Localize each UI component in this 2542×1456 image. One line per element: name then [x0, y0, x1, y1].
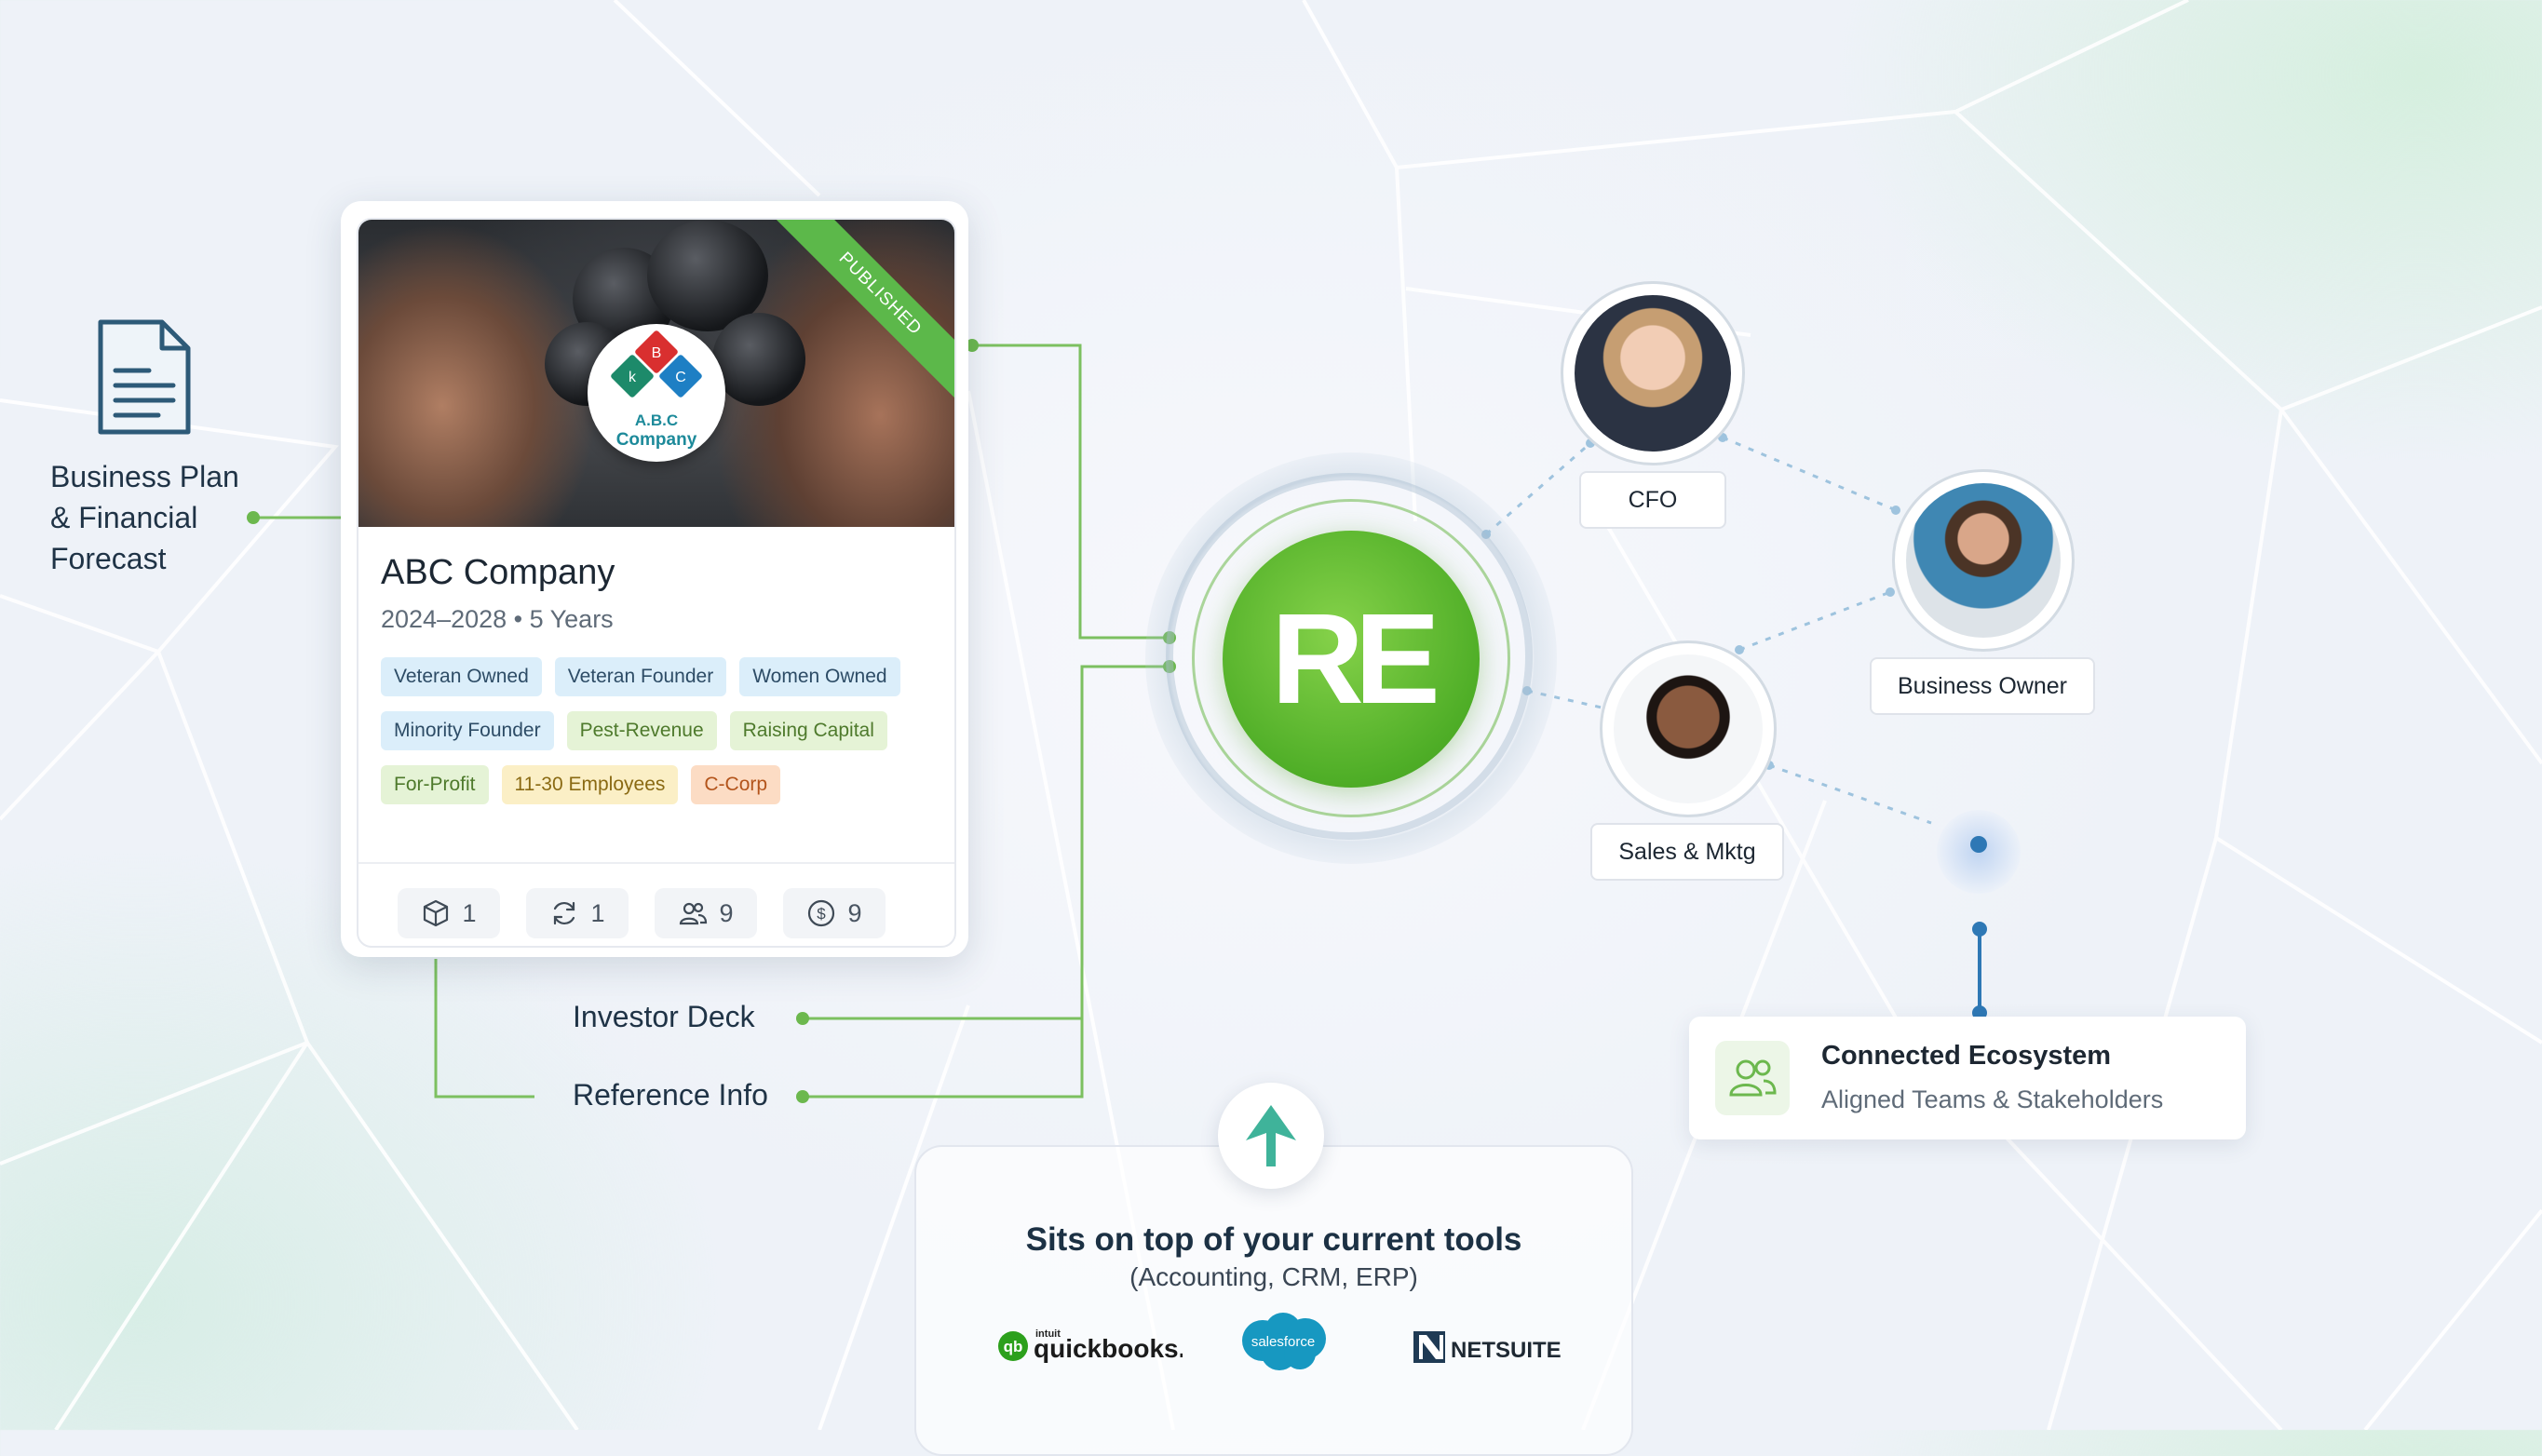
- tag[interactable]: Women Owned: [739, 657, 900, 696]
- connected-ecosystem-card[interactable]: Connected Ecosystem Aligned Teams & Stak…: [1689, 1017, 2246, 1139]
- tag[interactable]: Veteran Owned: [381, 657, 542, 696]
- stat-updates[interactable]: 1: [526, 888, 629, 938]
- node-dot[interactable]: [1970, 836, 1987, 853]
- svg-text:quickbooks.: quickbooks.: [1034, 1334, 1183, 1363]
- stat-products[interactable]: 1: [398, 888, 500, 938]
- stat-team[interactable]: 9: [655, 888, 757, 938]
- box-icon: [424, 899, 449, 927]
- svg-text:C: C: [675, 370, 686, 385]
- users-icon: [1729, 1059, 1777, 1097]
- document-icon: [98, 319, 191, 435]
- tag-row: For-Profit 11-30 Employees C-Corp: [381, 765, 940, 804]
- salesforce-logo[interactable]: salesforce: [1235, 1309, 1332, 1379]
- upload-arrow-badge: [1218, 1083, 1324, 1189]
- business-owner-avatar[interactable]: [1892, 469, 2075, 652]
- sales-avatar[interactable]: [1600, 640, 1777, 817]
- company-title: ABC Company: [381, 553, 615, 592]
- quickbooks-logo[interactable]: qb intuit quickbooks.: [996, 1320, 1185, 1371]
- reference-info-link[interactable]: Reference Info: [573, 1078, 768, 1112]
- hub-ring-outer: [1166, 473, 1533, 840]
- re-hub-logo[interactable]: RE: [1223, 531, 1480, 788]
- svg-text:k: k: [629, 370, 637, 385]
- svg-text:qb: qb: [1004, 1338, 1023, 1355]
- users-icon: [680, 902, 708, 925]
- svg-text:$: $: [818, 905, 827, 923]
- dollar-icon: $: [808, 899, 835, 927]
- tools-title: Sits on top of your current tools: [1025, 1221, 1522, 1258]
- svg-text:NETSUITE: NETSUITE: [1451, 1338, 1562, 1363]
- tag[interactable]: Raising Capital: [729, 711, 887, 750]
- refresh-icon: [554, 901, 575, 925]
- svg-text:intuit: intuit: [1035, 1328, 1061, 1340]
- card-hero-image: B k C A.B.C Company PUBLISHED: [358, 220, 954, 527]
- svg-text:B: B: [652, 345, 662, 361]
- company-logo: B k C A.B.C Company: [588, 324, 725, 462]
- card-divider: [358, 862, 954, 864]
- hub-ring-inner: [1192, 499, 1510, 817]
- netsuite-logo[interactable]: NETSUITE: [1412, 1320, 1570, 1371]
- arrow-up-icon: [1246, 1105, 1296, 1166]
- tag-row: Minority Founder Pest-Revenue Raising Capi…: [381, 711, 940, 750]
- sales-label: Sales & Mktg: [1590, 823, 1784, 881]
- tag[interactable]: Minority Founder: [381, 711, 554, 750]
- tag[interactable]: For-Profit: [381, 765, 489, 804]
- tag[interactable]: C-Corp: [691, 765, 781, 804]
- tools-subtitle: (Accounting, CRM, ERP): [1129, 1262, 1418, 1291]
- cfo-avatar[interactable]: [1561, 281, 1745, 465]
- company-period: 2024–2028 • 5 Years: [381, 605, 614, 633]
- tools-panel: Sits on top of your current tools (Accou…: [914, 1145, 1633, 1456]
- tag[interactable]: Pest-Revenue: [566, 711, 717, 750]
- card-stats: 1 1 9 $ 9: [398, 888, 886, 938]
- business-plan-label[interactable]: Business Plan & Financial Forecast: [50, 460, 239, 575]
- cfo-label: CFO: [1579, 471, 1726, 529]
- svg-text:salesforce: salesforce: [1251, 1334, 1315, 1350]
- tag[interactable]: 11-30 Employees: [501, 765, 679, 804]
- investor-deck-link[interactable]: Investor Deck: [573, 1000, 755, 1033]
- stat-financials[interactable]: $ 9: [783, 888, 886, 938]
- company-card[interactable]: B k C A.B.C Company PUBLISHED ABC Compan…: [341, 201, 968, 957]
- tag-row: Veteran Owned Veteran Founder Women Owned: [381, 657, 940, 696]
- business-owner-label: Business Owner: [1870, 657, 2095, 715]
- tag[interactable]: Veteran Founder: [554, 657, 727, 696]
